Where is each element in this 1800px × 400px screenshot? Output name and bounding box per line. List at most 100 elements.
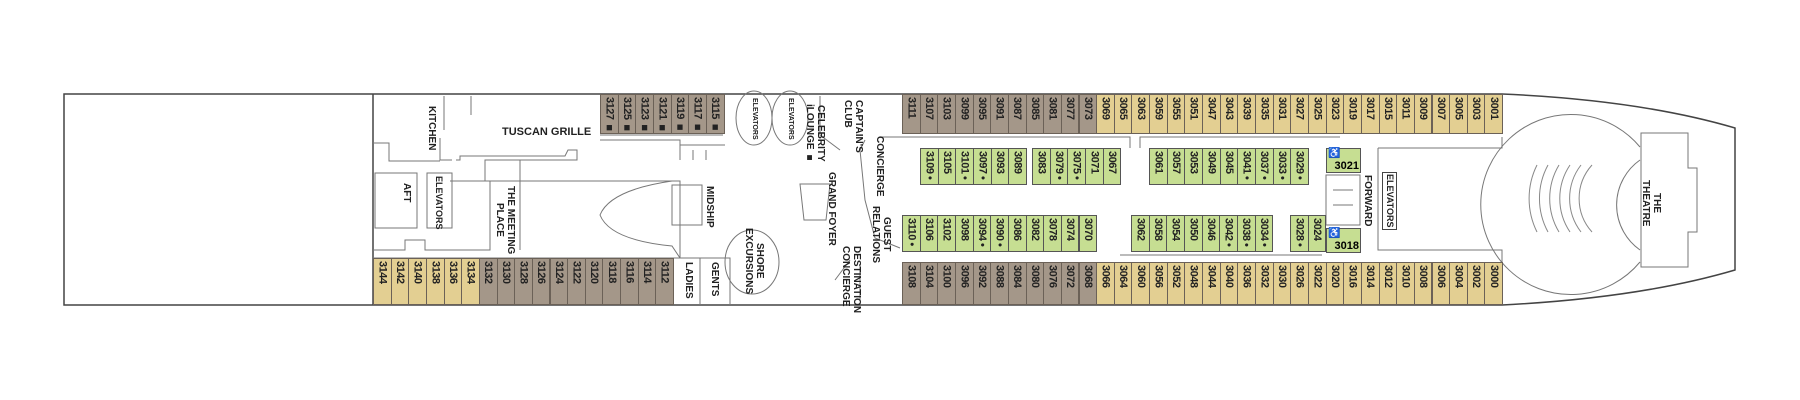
cabin-3056[interactable]: 3056 xyxy=(1149,262,1168,305)
cabin-3102[interactable]: 3102 xyxy=(937,215,956,252)
cabin-3009[interactable]: 3009 xyxy=(1413,94,1433,134)
cabin-3110[interactable]: 3110 • xyxy=(902,215,921,252)
celebrity-ilounge-label[interactable]: CELEBRITY iLOUNGE ■ xyxy=(804,104,826,164)
cabin-3095[interactable]: 3095 xyxy=(972,94,992,134)
cabin-3064[interactable]: 3064 xyxy=(1113,262,1133,305)
cabin-3097[interactable]: 3097 • xyxy=(972,148,992,185)
cabin-3100[interactable]: 3100 xyxy=(937,262,956,305)
cabin-3081[interactable]: 3081 xyxy=(1043,94,1062,134)
cabin-3039[interactable]: 3039 xyxy=(1237,94,1256,134)
cabin-3023[interactable]: 3023 xyxy=(1325,94,1345,134)
cabin-3073[interactable]: 3073 xyxy=(1078,94,1098,134)
cabin-3134[interactable]: 3134 xyxy=(461,258,480,305)
captains-club-label[interactable]: CAPTAIN'S CLUB xyxy=(842,100,864,153)
cabin-3059[interactable]: 3059 xyxy=(1149,94,1168,134)
cabin-3108[interactable]: 3108 xyxy=(902,262,921,305)
cabin-3116[interactable]: 3116 xyxy=(620,258,639,305)
cabin-3109[interactable]: 3109 • xyxy=(920,148,939,185)
cabin-3043[interactable]: 3043 xyxy=(1219,94,1239,134)
cabin-3016[interactable]: 3016 xyxy=(1343,262,1362,305)
cabin-3038[interactable]: 3038 • xyxy=(1236,215,1256,252)
cabin-3011[interactable]: 3011 xyxy=(1396,94,1415,134)
cabin-3022[interactable]: 3022 xyxy=(1307,262,1327,305)
cabin-3032[interactable]: 3032 xyxy=(1255,262,1274,305)
cabin-3005[interactable]: 3005 xyxy=(1449,94,1468,134)
cabin-3033[interactable]: 3033 • xyxy=(1272,148,1292,185)
cabin-3051[interactable]: 3051 xyxy=(1184,94,1204,134)
cabin-3086[interactable]: 3086 xyxy=(1007,215,1027,252)
cabin-3027[interactable]: 3027 xyxy=(1290,94,1309,134)
cabin-3046[interactable]: 3046 xyxy=(1201,215,1221,252)
cabin-3017[interactable]: 3017 xyxy=(1360,94,1380,134)
cabin-3049[interactable]: 3049 xyxy=(1201,148,1221,185)
cabin-3050[interactable]: 3050 xyxy=(1183,215,1203,252)
cabin-3035[interactable]: 3035 xyxy=(1255,94,1274,134)
cabin-3128[interactable]: 3128 xyxy=(514,258,533,305)
cabin-3115[interactable]: 3115 ■ xyxy=(705,94,725,134)
cabin-3007[interactable]: 3007 xyxy=(1431,94,1451,134)
cabin-3082[interactable]: 3082 xyxy=(1025,215,1045,252)
cabin-3047[interactable]: 3047 xyxy=(1202,94,1221,134)
cabin-3120[interactable]: 3120 xyxy=(584,258,604,305)
cabin-3072[interactable]: 3072 xyxy=(1060,262,1080,305)
cabin-3125[interactable]: 3125 ■ xyxy=(617,94,637,134)
cabin-3106[interactable]: 3106 xyxy=(919,215,939,252)
cabin-3026[interactable]: 3026 xyxy=(1290,262,1309,305)
cabin-3036[interactable]: 3036 xyxy=(1237,262,1256,305)
cabin-3055[interactable]: 3055 xyxy=(1166,94,1186,134)
guest-relations-label[interactable]: GUEST RELATIONS xyxy=(870,206,892,264)
cabin-3048[interactable]: 3048 xyxy=(1184,262,1204,305)
cabin-3130[interactable]: 3130 xyxy=(496,258,516,305)
destination-concierge-label[interactable]: DESTINATION CONCIERGE xyxy=(840,246,862,314)
cabin-3019[interactable]: 3019 xyxy=(1343,94,1362,134)
cabin-3029[interactable]: 3029 • xyxy=(1290,148,1309,185)
cabin-3044[interactable]: 3044 xyxy=(1202,262,1221,305)
tuscan-grille-label[interactable]: TUSCAN GRILLE xyxy=(502,126,592,138)
cabin-3068[interactable]: 3068 xyxy=(1078,262,1098,305)
cabin-3121[interactable]: 3121 ■ xyxy=(652,94,672,134)
cabin-3070[interactable]: 3070 xyxy=(1078,215,1098,252)
cabin-3045[interactable]: 3045 xyxy=(1219,148,1239,185)
cabin-3053[interactable]: 3053 xyxy=(1184,148,1203,185)
cabin-3085[interactable]: 3085 xyxy=(1025,94,1045,134)
cabin-3088[interactable]: 3088 xyxy=(990,262,1009,305)
cabin-3098[interactable]: 3098 xyxy=(954,215,974,252)
cabin-3117[interactable]: 3117 ■ xyxy=(688,94,707,134)
cabin-3123[interactable]: 3123 ■ xyxy=(635,94,654,134)
cabin-3124[interactable]: 3124 xyxy=(549,258,569,305)
cabin-3096[interactable]: 3096 xyxy=(954,262,974,305)
cabin-3042[interactable]: 3042 • xyxy=(1219,215,1238,252)
cabin-3075[interactable]: 3075 • xyxy=(1067,148,1086,185)
cabin-3090[interactable]: 3090 • xyxy=(990,215,1009,252)
accessible-cabin-3021[interactable]: ♿3021 xyxy=(1326,148,1361,173)
cabin-3004[interactable]: 3004 xyxy=(1449,262,1468,305)
accessible-cabin-3018[interactable]: ♿3018 xyxy=(1326,228,1361,253)
cabin-3030[interactable]: 3030 xyxy=(1272,262,1292,305)
cabin-3089[interactable]: 3089 xyxy=(1008,148,1027,185)
cabin-3052[interactable]: 3052 xyxy=(1166,262,1186,305)
cabin-3071[interactable]: 3071 xyxy=(1084,148,1104,185)
cabin-3080[interactable]: 3080 xyxy=(1025,262,1045,305)
cabin-3014[interactable]: 3014 xyxy=(1360,262,1380,305)
cabin-3084[interactable]: 3084 xyxy=(1007,262,1027,305)
cabin-3041[interactable]: 3041 • xyxy=(1237,148,1256,185)
cabin-3136[interactable]: 3136 xyxy=(443,258,463,305)
shore-excursions-label[interactable]: SHORE EXCURSIONS xyxy=(743,228,765,295)
cabin-3118[interactable]: 3118 xyxy=(602,258,622,305)
cabin-3119[interactable]: 3119 ■ xyxy=(670,94,690,134)
cabin-3024[interactable]: 3024 xyxy=(1307,215,1327,252)
cabin-3037[interactable]: 3037 • xyxy=(1254,148,1274,185)
cabin-3083[interactable]: 3083 xyxy=(1032,148,1051,185)
cabin-3105[interactable]: 3105 xyxy=(937,148,957,185)
cabin-3144[interactable]: 3144 xyxy=(373,258,392,305)
cabin-3127[interactable]: 3127 ■ xyxy=(600,94,619,134)
cabin-3107[interactable]: 3107 xyxy=(919,94,939,134)
cabin-3066[interactable]: 3066 xyxy=(1096,262,1115,305)
cabin-3034[interactable]: 3034 • xyxy=(1254,215,1274,252)
cabin-3060[interactable]: 3060 xyxy=(1131,262,1151,305)
cabin-3061[interactable]: 3061 xyxy=(1149,148,1168,185)
cabin-3078[interactable]: 3078 xyxy=(1043,215,1062,252)
cabin-3132[interactable]: 3132 xyxy=(478,258,498,305)
cabin-3122[interactable]: 3122 xyxy=(567,258,586,305)
cabin-3111[interactable]: 3111 xyxy=(902,94,921,134)
